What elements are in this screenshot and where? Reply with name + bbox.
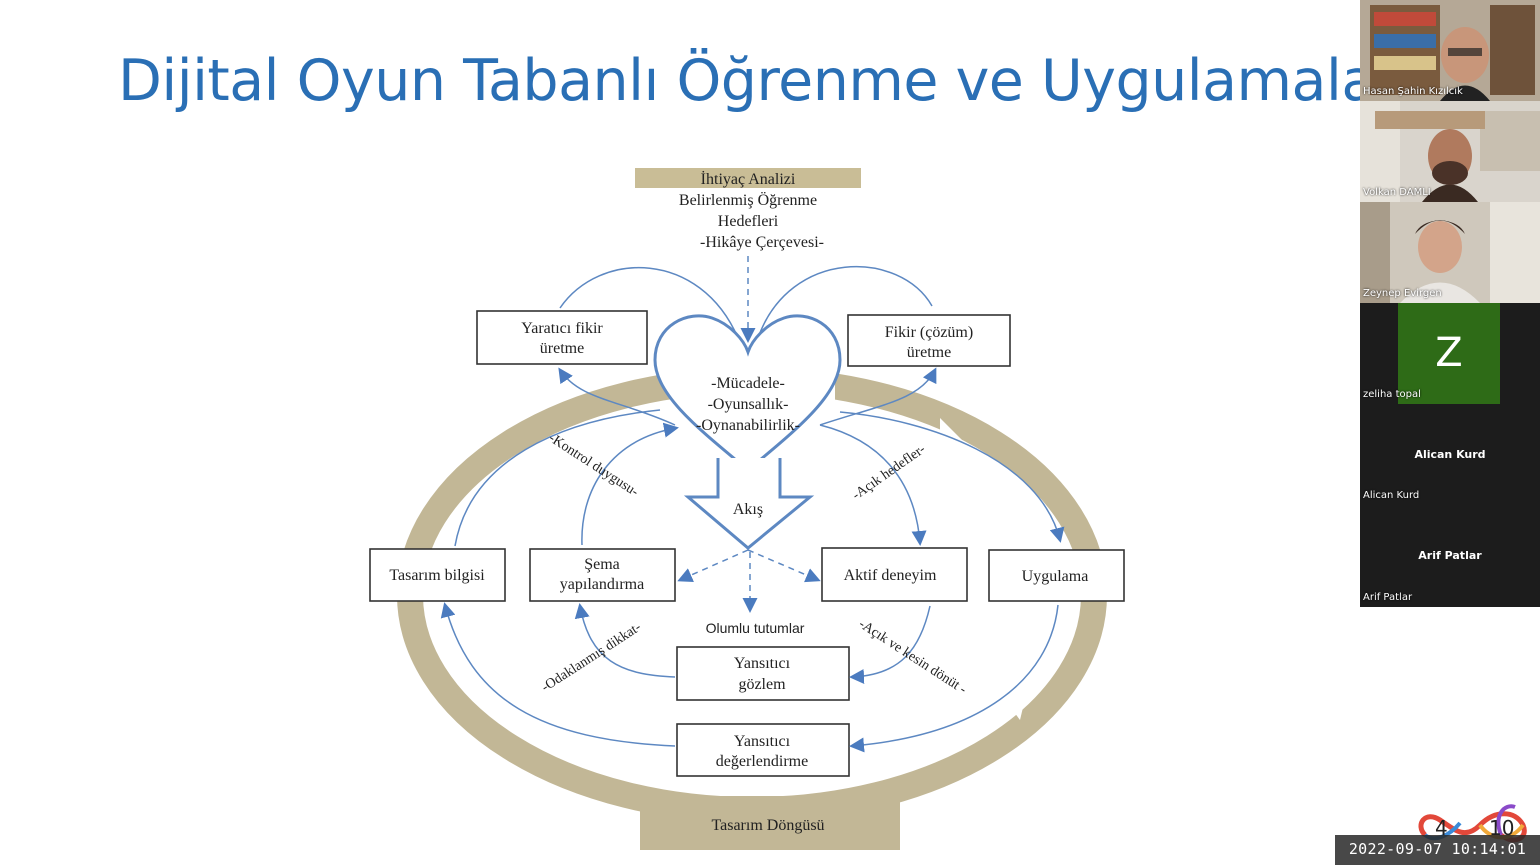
evaluation-line-1: Yansıtıcı — [734, 733, 791, 750]
evaluation-line-2: değerlendirme — [716, 753, 808, 770]
participant-name-2: Volkan DAMLI — [1363, 187, 1431, 198]
application-label: Uygulama — [1022, 568, 1089, 585]
creative-line-1: Yaratıcı fikir — [521, 320, 603, 337]
goals-line-2: Hedefleri — [718, 213, 779, 230]
heart-line-1: -Mücadele- — [711, 375, 785, 392]
participant-sidebar: Hasan Şahin Kızılcık Volkan DAMLI Zeynep… — [1360, 0, 1540, 607]
presentation-slide: Dijital Oyun Tabanlı Öğrenme ve Uygulama… — [0, 0, 1360, 868]
design-cycle-diagram: İhtiyaç Analizi Belirlenmiş Öğrenme Hede… — [0, 0, 1360, 868]
participant-name-1: Hasan Şahin Kızılcık — [1363, 86, 1463, 97]
solution-line-2: üretme — [907, 344, 951, 361]
participant-tile-6[interactable]: Arif Patlar Arif Patlar — [1360, 505, 1540, 607]
solution-line-1: Fikir (çözüm) — [885, 324, 973, 341]
participant-name-5: Alican Kurd — [1363, 490, 1419, 501]
needs-analysis-label: İhtiyaç Analizi — [701, 170, 796, 188]
design-cycle-label: Tasarım Döngüsü — [711, 817, 824, 834]
schema-line-1: Şema — [584, 556, 620, 573]
flow-to-schema-arrow — [680, 550, 748, 580]
participant-center-name-5: Alican Kurd — [1360, 448, 1540, 461]
creative-line-2: üretme — [540, 340, 584, 357]
positive-attitudes-label: Olumlu tutumlar — [706, 620, 805, 636]
participant-tile-2[interactable]: Volkan DAMLI — [1360, 101, 1540, 202]
schema-line-2: yapılandırma — [560, 576, 644, 593]
design-knowledge-label: Tasarım bilgisi — [389, 567, 485, 584]
observation-line-2: gözlem — [738, 676, 786, 693]
participant-center-name-6: Arif Patlar — [1360, 549, 1540, 562]
goals-line-3: -Hikâye Çerçevesi- — [700, 234, 824, 251]
flow-label: Akış — [733, 501, 763, 518]
recording-timestamp: 2022-09-07 10:14:01 — [1335, 835, 1540, 865]
active-experience-label: Aktif deneyim — [844, 567, 937, 584]
participant-tile-3[interactable]: Zeynep Evirgen — [1360, 202, 1540, 303]
participant-tile-1[interactable]: Hasan Şahin Kızılcık — [1360, 0, 1540, 101]
participant-name-3: Zeynep Evirgen — [1363, 288, 1442, 299]
clear-goals-label: -Açık hedefler- — [850, 442, 929, 504]
clear-feedback-label: -Açık ve kesin dönüt - — [856, 617, 969, 698]
participant-tile-4[interactable]: Z zeliha topal — [1360, 303, 1540, 404]
heart-line-3: -Oynanabilirlik- — [696, 417, 800, 434]
control-label: -Kontrol duygusu- — [546, 431, 642, 500]
goals-line-1: Belirlenmiş Öğrenme — [679, 191, 817, 209]
participant-name-6: Arif Patlar — [1363, 592, 1412, 603]
focused-attention-label: -Odaklanmış dikkat- — [539, 620, 644, 696]
observation-line-1: Yansıtıcı — [734, 655, 791, 672]
flow-to-active-arrow — [748, 550, 818, 580]
heart-line-2: -Oyunsallık- — [708, 396, 789, 413]
participant-name-4: zeliha topal — [1363, 389, 1421, 400]
participant-tile-5[interactable]: Alican Kurd Alican Kurd — [1360, 404, 1540, 505]
heart-shape — [655, 316, 840, 470]
